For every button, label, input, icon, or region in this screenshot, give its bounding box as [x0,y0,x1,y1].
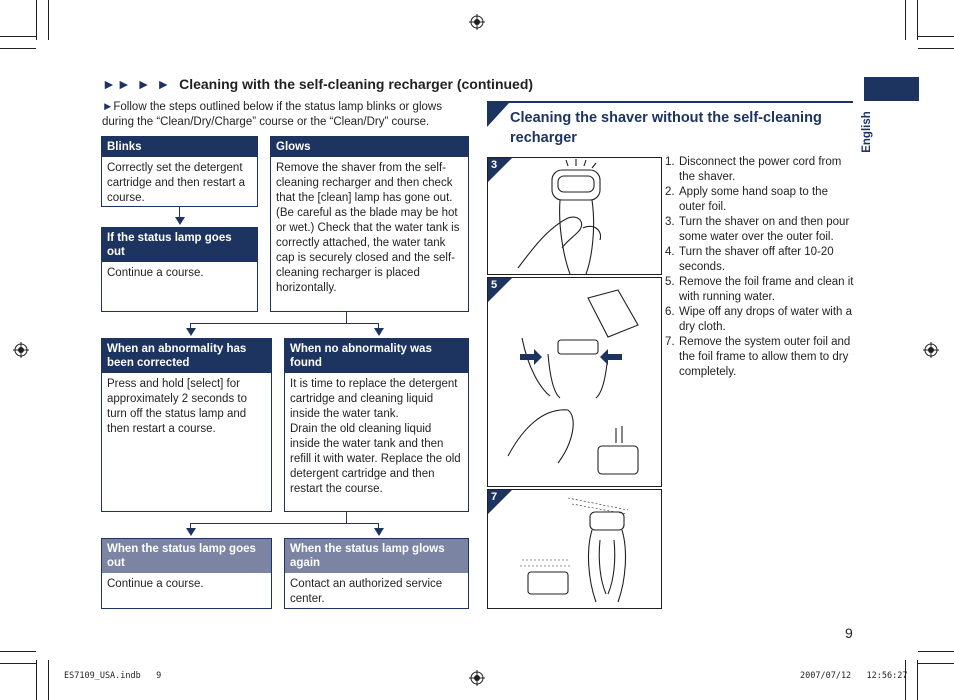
cleaning-steps-list: 1.Disconnect the power cord from the sha… [665,155,855,380]
crop-mark [0,36,36,37]
glows-body: Remove the shaver from the self-cleaning… [276,162,460,294]
heading-title: Cleaning with the self-cleaning recharge… [179,76,534,92]
connector-line [179,207,180,218]
step-item: 3.Turn the shaver on and then pour some … [665,216,850,243]
no-abnormality-body: It is time to replace the detergent cart… [290,378,461,495]
page-heading: ►► ► ► Cleaning with the self-cleaning r… [102,76,533,92]
crop-mark [48,660,49,700]
crop-mark [918,663,954,664]
blinks-title: Blinks [102,137,257,157]
section-header: Cleaning the shaver without the self-cle… [487,101,853,150]
figure-number: 5 [491,279,498,291]
figure-step-7: 7 [487,489,662,609]
language-label: English [860,111,873,153]
status-lamp-goes-out-body: Continue a course. [107,267,204,279]
arrow-down-icon [186,328,196,336]
foil-frame-removal-illustration-icon [507,289,639,475]
figure-step-3: 3 [487,157,662,275]
page-number: 9 [845,625,853,641]
intro-marker: ► [102,101,114,113]
figure-number-badge: 3 [488,158,512,182]
connector-line [346,512,347,524]
crop-mark [918,36,954,37]
connector-line [190,323,191,329]
status-lamp-goes-out-title: If the status lamp goes out [102,228,257,262]
arrow-down-icon [374,528,384,536]
figure-number: 3 [491,159,498,171]
status-lamp-goes-out-final-title: When the status lamp goes out [102,539,271,573]
blinks-box: Blinks Correctly set the detergent cartr… [101,136,258,207]
crop-mark [0,663,36,664]
crop-mark [917,0,918,40]
status-lamp-glows-again-title: When the status lamp glows again [285,539,468,573]
connector-line [378,523,379,529]
status-lamp-glows-again-body: Contact an authorized service center. [290,578,443,605]
status-lamp-goes-out-final-box: When the status lamp goes out Continue a… [101,538,272,609]
section-rule [487,101,853,103]
figure-number: 7 [491,491,498,503]
registration-mark-icon [923,342,939,358]
abnormality-corrected-body: Press and hold [select] for approximatel… [107,378,247,435]
status-lamp-goes-out-final-body: Continue a course. [107,578,204,590]
section-title: Cleaning the shaver without the self-cle… [510,110,822,146]
arrow-down-icon [374,328,384,336]
language-tab-bar [864,77,919,101]
no-abnormality-box: When no abnormality was found It is time… [284,338,469,512]
shaver-rinse-illustration-icon [517,159,602,274]
registration-mark-icon [469,670,485,686]
heading-arrows: ►► ► ► [102,76,172,92]
registration-mark-icon [13,342,29,358]
abnormality-corrected-box: When an abnormality has been corrected P… [101,338,272,512]
language-tab: English [856,108,886,158]
footer-timestamp: 2007/07/12 12:56:27 [800,671,908,681]
connector-line [190,323,379,324]
step-item: 2.Apply some hand soap to the outer foil… [665,186,828,213]
connector-line [346,312,347,324]
status-lamp-glows-again-box: When the status lamp glows again Contact… [284,538,469,609]
footer-file: ES7109_USA.indb 9 [64,671,162,681]
step-item: 1.Disconnect the power cord from the sha… [665,156,842,183]
blinks-body: Correctly set the detergent cartridge an… [107,162,246,204]
crop-mark [917,660,918,700]
section-corner-icon [487,103,509,127]
step-item: 6.Wipe off any drops of water with a dry… [665,306,853,333]
figure-step-5: 5 [487,277,662,487]
step-item: 4.Turn the shaver off after 10-20 second… [665,246,834,273]
step-item: 7.Remove the system outer foil and the f… [665,336,851,378]
intro-text: Follow the steps outlined below if the s… [102,101,442,128]
connector-line [190,523,379,524]
connector-line [190,523,191,529]
arrow-down-icon [175,217,185,225]
registration-mark-icon [469,14,485,30]
connector-line [378,323,379,329]
crop-mark [918,48,954,49]
status-lamp-goes-out-box: If the status lamp goes out Continue a c… [101,227,258,312]
crop-mark [36,660,37,700]
glows-title: Glows [271,137,468,157]
intro-paragraph: ►Follow the steps outlined below if the … [102,100,477,130]
figure-number-badge: 7 [488,490,512,514]
crop-mark [918,651,954,652]
arrow-down-icon [186,528,196,536]
no-abnormality-title: When no abnormality was found [285,339,468,373]
glows-box: Glows Remove the shaver from the self-cl… [270,136,469,312]
figure-number-badge: 5 [488,278,512,302]
crop-mark [905,660,906,700]
foil-drying-illustration-icon [520,497,629,603]
crop-mark [905,0,906,40]
crop-mark [48,0,49,40]
crop-mark [0,48,36,49]
crop-mark [36,0,37,40]
crop-mark [0,651,36,652]
step-item: 5.Remove the foil frame and clean it wit… [665,276,854,303]
abnormality-corrected-title: When an abnormality has been corrected [102,339,271,373]
